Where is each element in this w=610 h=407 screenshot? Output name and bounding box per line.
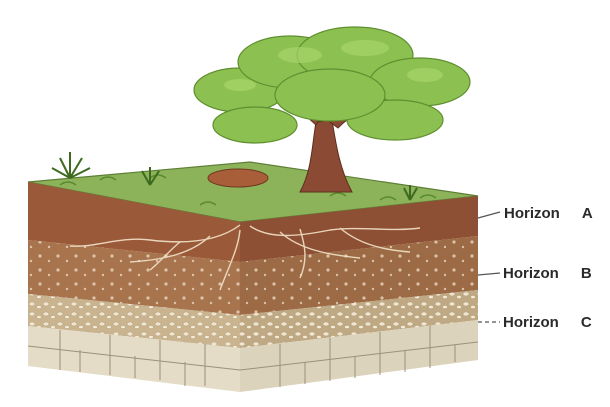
horizon-a-label: Horizon A [504, 205, 593, 222]
horizon-c-word: Horizon [503, 314, 559, 331]
horizon-a-letter: A [582, 205, 593, 222]
surface-burrow [208, 169, 268, 187]
horizon-c-letter: C [581, 314, 592, 331]
horizon-b-letter: B [581, 265, 592, 282]
horizon-b-label: Horizon B [503, 265, 592, 282]
label-leader-lines [478, 212, 500, 322]
horizon-c-label: Horizon C [503, 314, 592, 331]
horizon-b-word: Horizon [503, 265, 559, 282]
horizon-a-word: Horizon [504, 205, 560, 222]
